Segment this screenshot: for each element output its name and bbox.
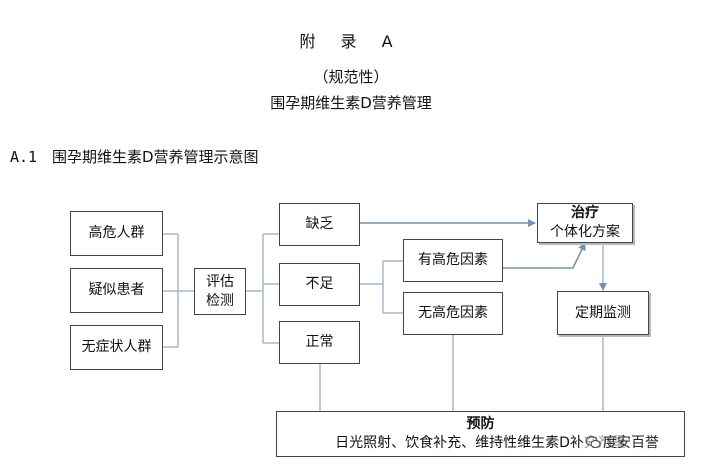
treatment-title: 治疗 bbox=[571, 205, 599, 221]
monitoring-box: 定期监测 bbox=[557, 291, 649, 335]
section-heading: A.1 围孕期维生素D营养管理示意图 bbox=[10, 146, 259, 167]
status-insufficient-box: 不足 bbox=[279, 263, 360, 306]
monitoring-label: 定期监测 bbox=[575, 304, 631, 321]
prevention-title: 预防 bbox=[466, 416, 495, 432]
wechat-icon bbox=[585, 435, 601, 449]
watermark-text: 度安百誉 bbox=[603, 435, 659, 451]
population-asymptomatic-label: 无症状人群 bbox=[81, 339, 152, 355]
risk-present-box: 有高危因素 bbox=[403, 239, 503, 282]
section-number: A.1 bbox=[10, 148, 38, 166]
risk-present-label: 有高危因素 bbox=[418, 252, 488, 268]
population-high-risk-label: 高危人群 bbox=[88, 225, 145, 241]
normative-label: （规范性） bbox=[313, 68, 389, 86]
treatment-subtitle: 个体化方案 bbox=[550, 224, 620, 240]
section-title: 围孕期维生素D营养管理示意图 bbox=[52, 148, 259, 166]
appendix-heading: 附 录 A bbox=[299, 32, 403, 51]
status-deficient-box: 缺乏 bbox=[279, 203, 360, 246]
status-deficient-label: 缺乏 bbox=[305, 216, 334, 232]
population-asymptomatic-box: 无症状人群 bbox=[70, 325, 163, 370]
treatment-box: 治疗 个体化方案 bbox=[537, 203, 633, 243]
risk-absent-label: 无高危因素 bbox=[418, 305, 488, 321]
prevention-subtitle: 日光照射、饮食补充、维持性维生素D补充剂量 bbox=[335, 435, 626, 451]
status-insufficient-label: 不足 bbox=[305, 276, 334, 292]
status-normal-label: 正常 bbox=[305, 334, 334, 350]
population-suspected-label: 疑似患者 bbox=[88, 282, 145, 298]
risk-absent-box: 无高危因素 bbox=[403, 292, 503, 335]
assessment-label-line2: 检测 bbox=[206, 292, 234, 309]
population-high-risk-box: 高危人群 bbox=[70, 211, 163, 256]
document-title: 围孕期维生素D营养管理 bbox=[270, 94, 432, 112]
assessment-label-line1: 评估 bbox=[206, 273, 234, 290]
status-normal-box: 正常 bbox=[279, 321, 360, 364]
watermark: 度安百誉 bbox=[583, 432, 661, 452]
population-suspected-box: 疑似患者 bbox=[70, 268, 163, 313]
assessment-box: 评估 检测 bbox=[194, 268, 246, 315]
